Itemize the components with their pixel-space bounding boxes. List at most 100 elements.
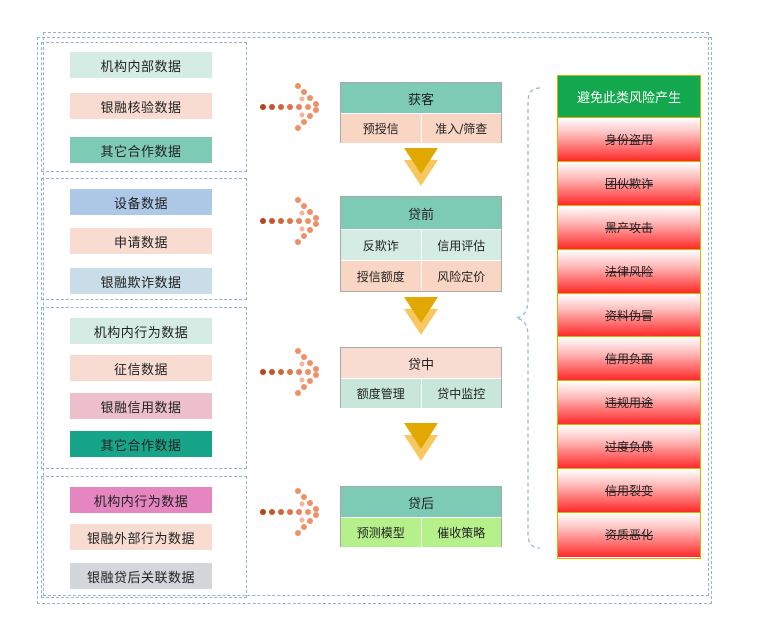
data-box-label: 设备数据 xyxy=(113,196,168,212)
data-box-label: 银融贷后关联数据 xyxy=(86,570,195,586)
dot-arrow-icon xyxy=(260,83,319,131)
stage-cell-text: 催收策略 xyxy=(437,526,486,540)
data-box: 机构内行为数据 xyxy=(70,487,212,513)
stage-cell: 预授信 xyxy=(341,113,421,143)
risk-item-text: 身份盗用 xyxy=(604,132,653,147)
outer-frame xyxy=(37,37,712,604)
stage-cell: 反欺诈 xyxy=(341,229,421,260)
risk-item: 资质恶化 xyxy=(558,513,700,557)
risk-header-text: 避免此类风险产生 xyxy=(576,91,681,106)
stage-pre-loan: 贷前 反欺诈 信用评估 授信额度 风险定价 xyxy=(340,196,502,292)
stage-cell: 额度管理 xyxy=(341,378,421,408)
data-box-label: 其它合作数据 xyxy=(100,144,182,160)
data-box: 银融核验数据 xyxy=(70,93,212,119)
stage-mid-loan: 贷中 额度管理 贷中监控 xyxy=(340,347,502,408)
data-box: 申请数据 xyxy=(70,228,212,254)
data-box-label: 机构内部数据 xyxy=(100,59,182,75)
risk-item-text: 团伙欺诈 xyxy=(604,176,653,191)
data-box-label: 机构内行为数据 xyxy=(93,494,189,510)
stage-row: 反欺诈 信用评估 xyxy=(341,229,501,260)
stage-cell: 信用评估 xyxy=(420,229,501,260)
dot-arrow-icon xyxy=(260,348,319,396)
stage-title-text: 获客 xyxy=(407,92,434,108)
data-box: 征信数据 xyxy=(70,355,212,381)
stage-cell: 预测模型 xyxy=(341,517,421,547)
data-box-label: 机构内行为数据 xyxy=(93,325,189,341)
risk-header: 避免此类风险产生 xyxy=(558,76,700,118)
data-box-label: 银融欺诈数据 xyxy=(100,275,182,291)
data-box: 其它合作数据 xyxy=(70,137,212,163)
data-box: 其它合作数据 xyxy=(70,431,212,457)
risk-item: 团伙欺诈 xyxy=(558,161,700,206)
data-box-label: 银融信用数据 xyxy=(100,400,182,416)
stage-cell-text: 信用评估 xyxy=(437,238,486,253)
brace-connector xyxy=(515,87,541,549)
data-box: 机构内行为数据 xyxy=(70,318,212,344)
data-box-label: 征信数据 xyxy=(113,362,168,378)
stage-row: 授信额度 风险定价 xyxy=(341,260,501,291)
data-box-label: 银融核验数据 xyxy=(100,100,182,116)
stage-cell-text: 贷中监控 xyxy=(437,387,486,401)
risk-item-text: 信用裂变 xyxy=(604,484,653,499)
stage-cell-text: 预测模型 xyxy=(356,526,405,540)
stage-cell-text: 预授信 xyxy=(362,122,399,136)
down-arrow-icon xyxy=(404,148,438,186)
outer-frame-inner xyxy=(43,32,709,596)
risk-item-text: 违规用途 xyxy=(604,396,653,411)
down-arrow-icon xyxy=(404,297,438,335)
risk-item-text: 资质恶化 xyxy=(604,528,653,543)
down-arrow-shape xyxy=(404,423,438,449)
risk-item: 违规用途 xyxy=(558,381,700,426)
stage-title: 获客 xyxy=(341,83,501,113)
stage-title: 贷前 xyxy=(341,197,501,229)
stage-title-text: 贷前 xyxy=(407,207,434,223)
data-box: 银融欺诈数据 xyxy=(70,268,212,294)
stage-title: 贷中 xyxy=(341,348,501,378)
group-frame-2 xyxy=(41,178,247,300)
risk-item: 法律风险 xyxy=(558,249,700,294)
stage-cell: 准入/筛查 xyxy=(420,113,501,143)
data-box: 银融贷后关联数据 xyxy=(70,563,212,589)
data-box: 银融信用数据 xyxy=(70,393,212,419)
risk-item: 过度负债 xyxy=(558,425,700,470)
stage-title-text: 贷中 xyxy=(407,357,434,373)
stage-cell-text: 授信额度 xyxy=(356,269,405,284)
risk-item: 信用裂变 xyxy=(558,469,700,514)
stage-cell-text: 准入/筛查 xyxy=(435,122,488,136)
stage-row: 预测模型 催收策略 xyxy=(341,517,501,547)
risk-column: 避免此类风险产生 身份盗用 团伙欺诈 黑产攻击 法律风险 资料伪冒 信用负面 违… xyxy=(557,75,701,559)
data-box-label: 其它合作数据 xyxy=(100,438,182,454)
stage-cell: 授信额度 xyxy=(341,260,421,291)
stage-cell-text: 反欺诈 xyxy=(362,238,399,253)
risk-item-text: 黑产攻击 xyxy=(604,220,653,235)
stage-cell: 风险定价 xyxy=(420,260,501,291)
risk-item-text: 过度负债 xyxy=(604,440,653,455)
dot-arrow-shape xyxy=(260,488,319,536)
data-box: 设备数据 xyxy=(70,189,212,215)
stage-title-text: 贷后 xyxy=(407,496,434,512)
risk-item-text: 资料伪冒 xyxy=(604,308,653,323)
group-frame-4 xyxy=(41,476,247,598)
down-arrow-icon xyxy=(404,423,438,461)
risk-item: 资料伪冒 xyxy=(558,293,700,338)
data-box: 银融外部行为数据 xyxy=(70,524,212,550)
stage-cell-text: 风险定价 xyxy=(437,269,486,284)
stage-acquisition: 获客 预授信 准入/筛查 xyxy=(340,82,502,143)
stage-cell: 贷中监控 xyxy=(420,378,501,408)
risk-item: 信用负面 xyxy=(558,337,700,382)
group-frame-1 xyxy=(41,42,247,172)
dot-arrow-shape xyxy=(260,348,319,396)
dot-arrow-icon xyxy=(260,197,319,245)
risk-item: 身份盗用 xyxy=(558,118,700,162)
down-arrow-shape xyxy=(404,148,438,174)
dot-arrow-shape xyxy=(260,197,319,245)
dot-arrow-icon xyxy=(260,488,319,536)
brace-path xyxy=(515,87,541,549)
risk-item: 黑产攻击 xyxy=(558,205,700,250)
data-box-label: 申请数据 xyxy=(113,235,168,251)
stage-post-loan: 贷后 预测模型 催收策略 xyxy=(340,486,502,547)
data-box: 机构内部数据 xyxy=(70,52,212,78)
stage-title: 贷后 xyxy=(341,487,501,517)
stage-row: 预授信 准入/筛查 xyxy=(341,113,501,143)
